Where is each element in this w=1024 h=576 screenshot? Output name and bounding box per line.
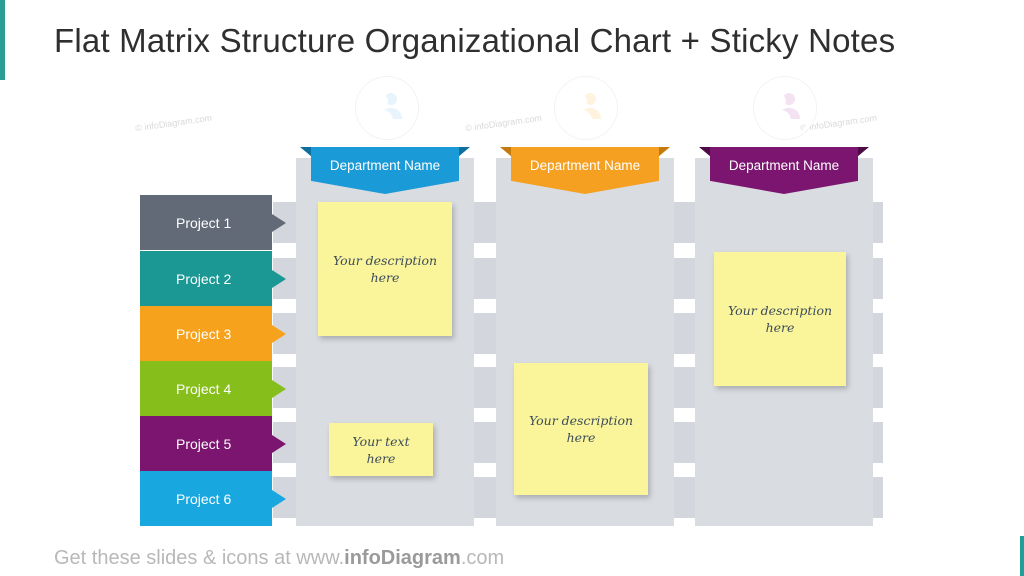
sticky-note: Your description here xyxy=(714,252,846,386)
watermark: © infoDiagram.com xyxy=(464,112,543,134)
project-label-2: Project 2 xyxy=(140,251,286,306)
footer-credit: Get these slides & icons at www.infoDiag… xyxy=(54,547,504,570)
slide-title: Flat Matrix Structure Organizational Cha… xyxy=(54,22,896,59)
department-name-label: Department Name xyxy=(311,147,459,194)
department-name-label: Department Name xyxy=(710,147,858,194)
department-header-1: Department Name xyxy=(300,147,470,197)
project-label-1: Project 1 xyxy=(140,195,286,250)
ribbon-fold xyxy=(857,147,869,157)
department-icon-3 xyxy=(754,77,816,139)
ribbon-fold xyxy=(699,147,711,157)
department-header-2: Department Name xyxy=(500,147,670,197)
people-icon xyxy=(568,90,604,127)
footer-suffix: .com xyxy=(460,547,505,569)
department-icon-2 xyxy=(555,77,617,139)
department-name-label: Department Name xyxy=(511,147,659,194)
project-label-6: Project 6 xyxy=(140,471,286,526)
department-icon-1 xyxy=(356,77,418,139)
sticky-note: Your description here xyxy=(318,202,452,336)
project-label-3: Project 3 xyxy=(140,306,286,361)
edge-accent-right xyxy=(1020,536,1024,576)
edge-accent xyxy=(0,0,5,80)
people-icon xyxy=(369,90,405,127)
footer-prefix: Get these slides & icons at www. xyxy=(54,547,345,569)
department-header-3: Department Name xyxy=(699,147,869,197)
sticky-note: Your description here xyxy=(514,363,648,495)
watermark: © infoDiagram.com xyxy=(134,112,213,134)
ribbon-fold xyxy=(458,147,470,157)
project-label-4: Project 4 xyxy=(140,361,286,416)
sticky-note: Your text here xyxy=(329,423,433,476)
ribbon-fold xyxy=(500,147,512,157)
ribbon-fold xyxy=(658,147,670,157)
project-label-5: Project 5 xyxy=(140,416,286,471)
people-icon xyxy=(767,90,803,127)
footer-brand: infoDiagram xyxy=(344,547,461,569)
ribbon-fold xyxy=(300,147,312,157)
